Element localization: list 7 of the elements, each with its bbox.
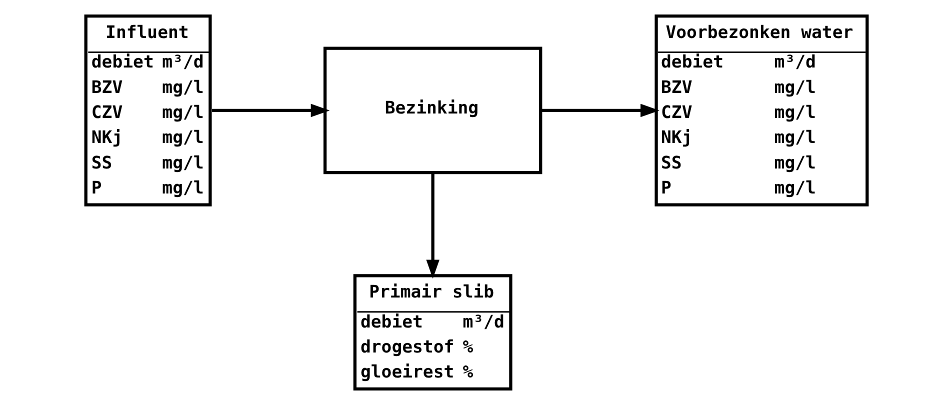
- node-box: Voorbezonken water debiet m³/d BZV mg/l CZV mg/l NKj mg/l SS mg/l P mg/l: [654, 14, 868, 206]
- arrow: [426, 172, 439, 279]
- arrow: [211, 104, 330, 118]
- arrow: [540, 104, 659, 118]
- node-box: Influent debiet m³/d BZV mg/l CZV mg/l NKj mg/l SS mg/l P mg/l: [84, 14, 212, 206]
- node-box: Primair slib debiet m³/d drogestof % gloeirest %: [352, 274, 512, 391]
- node-box: Bezinking: [322, 46, 542, 174]
